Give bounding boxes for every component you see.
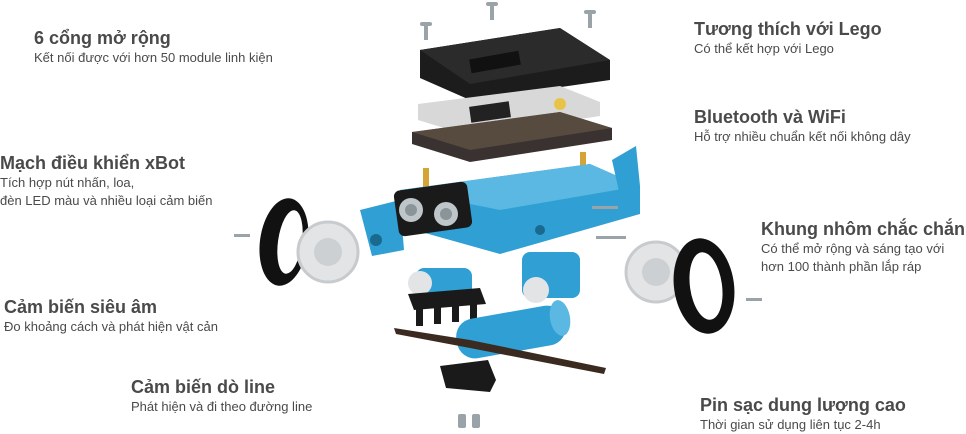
feature-title: Tương thích với Lego	[694, 19, 882, 39]
right-wheel	[592, 206, 762, 334]
feature-desc: Hỗ trợ nhiều chuẩn kết nối không dây	[694, 129, 911, 144]
feature-desc: Phát hiện và đi theo đường line	[131, 399, 313, 414]
feature-title: Bluetooth và WiFi	[694, 107, 846, 127]
feature-aluminum-frame: Khung nhôm chắc chắn Có thể mở rộng và s…	[761, 218, 965, 276]
feature-desc: Kết nối được với hơn 50 module linh kiện	[34, 50, 273, 65]
feature-desc: hơn 100 thành phần lắp ráp	[761, 259, 922, 274]
feature-title: Khung nhôm chắc chắn	[761, 219, 966, 239]
caster-wheel	[440, 360, 496, 392]
feature-xbot-controller: Mạch điều khiển xBot Tích hợp nút nhấn, …	[0, 152, 212, 210]
feature-bluetooth-wifi: Bluetooth và WiFi Hỗ trợ nhiều chuẩn kết…	[694, 106, 911, 146]
feature-title: Pin sạc dung lượng cao	[700, 395, 906, 415]
bottom-screws	[458, 414, 480, 428]
feature-line-sensor: Cảm biến dò line Phát hiện và đi theo đư…	[131, 376, 312, 416]
feature-desc: Đo khoảng cách và phát hiện vật cản	[4, 319, 218, 334]
bottom-case	[412, 112, 612, 162]
feature-expansion-ports: 6 cổng mở rộng Kết nối được với hơn 50 m…	[34, 27, 273, 67]
xbot-board	[418, 86, 600, 136]
battery-strap	[394, 328, 606, 374]
feature-desc: Tích hợp nút nhấn, loa,	[0, 175, 135, 190]
feature-title: 6 cổng mở rộng	[34, 28, 171, 48]
top-case	[420, 28, 610, 100]
feature-desc: Có thể mở rộng và sáng tạo với	[761, 241, 945, 256]
feature-desc: đèn LED màu và nhiều loại cảm biến	[0, 193, 213, 208]
feature-desc: Thời gian sử dụng liên tục 2-4h	[700, 417, 881, 432]
feature-lego: Tương thích với Lego Có thể kết hợp với …	[694, 18, 882, 58]
left-wheel	[234, 198, 360, 286]
feature-title: Cảm biến dò line	[131, 377, 276, 397]
ultrasonic-sensor	[393, 181, 473, 237]
feature-desc: Có thể kết hợp với Lego	[694, 41, 834, 56]
feature-title: Mạch điều khiển xBot	[0, 153, 186, 173]
feature-ultrasonic: Cảm biến siêu âm Đo khoảng cách và phát …	[4, 296, 218, 336]
line-sensor	[408, 288, 486, 326]
feature-battery: Pin sạc dung lượng cao Thời gian sử dụng…	[700, 394, 906, 434]
feature-title: Cảm biến siêu âm	[4, 297, 158, 317]
